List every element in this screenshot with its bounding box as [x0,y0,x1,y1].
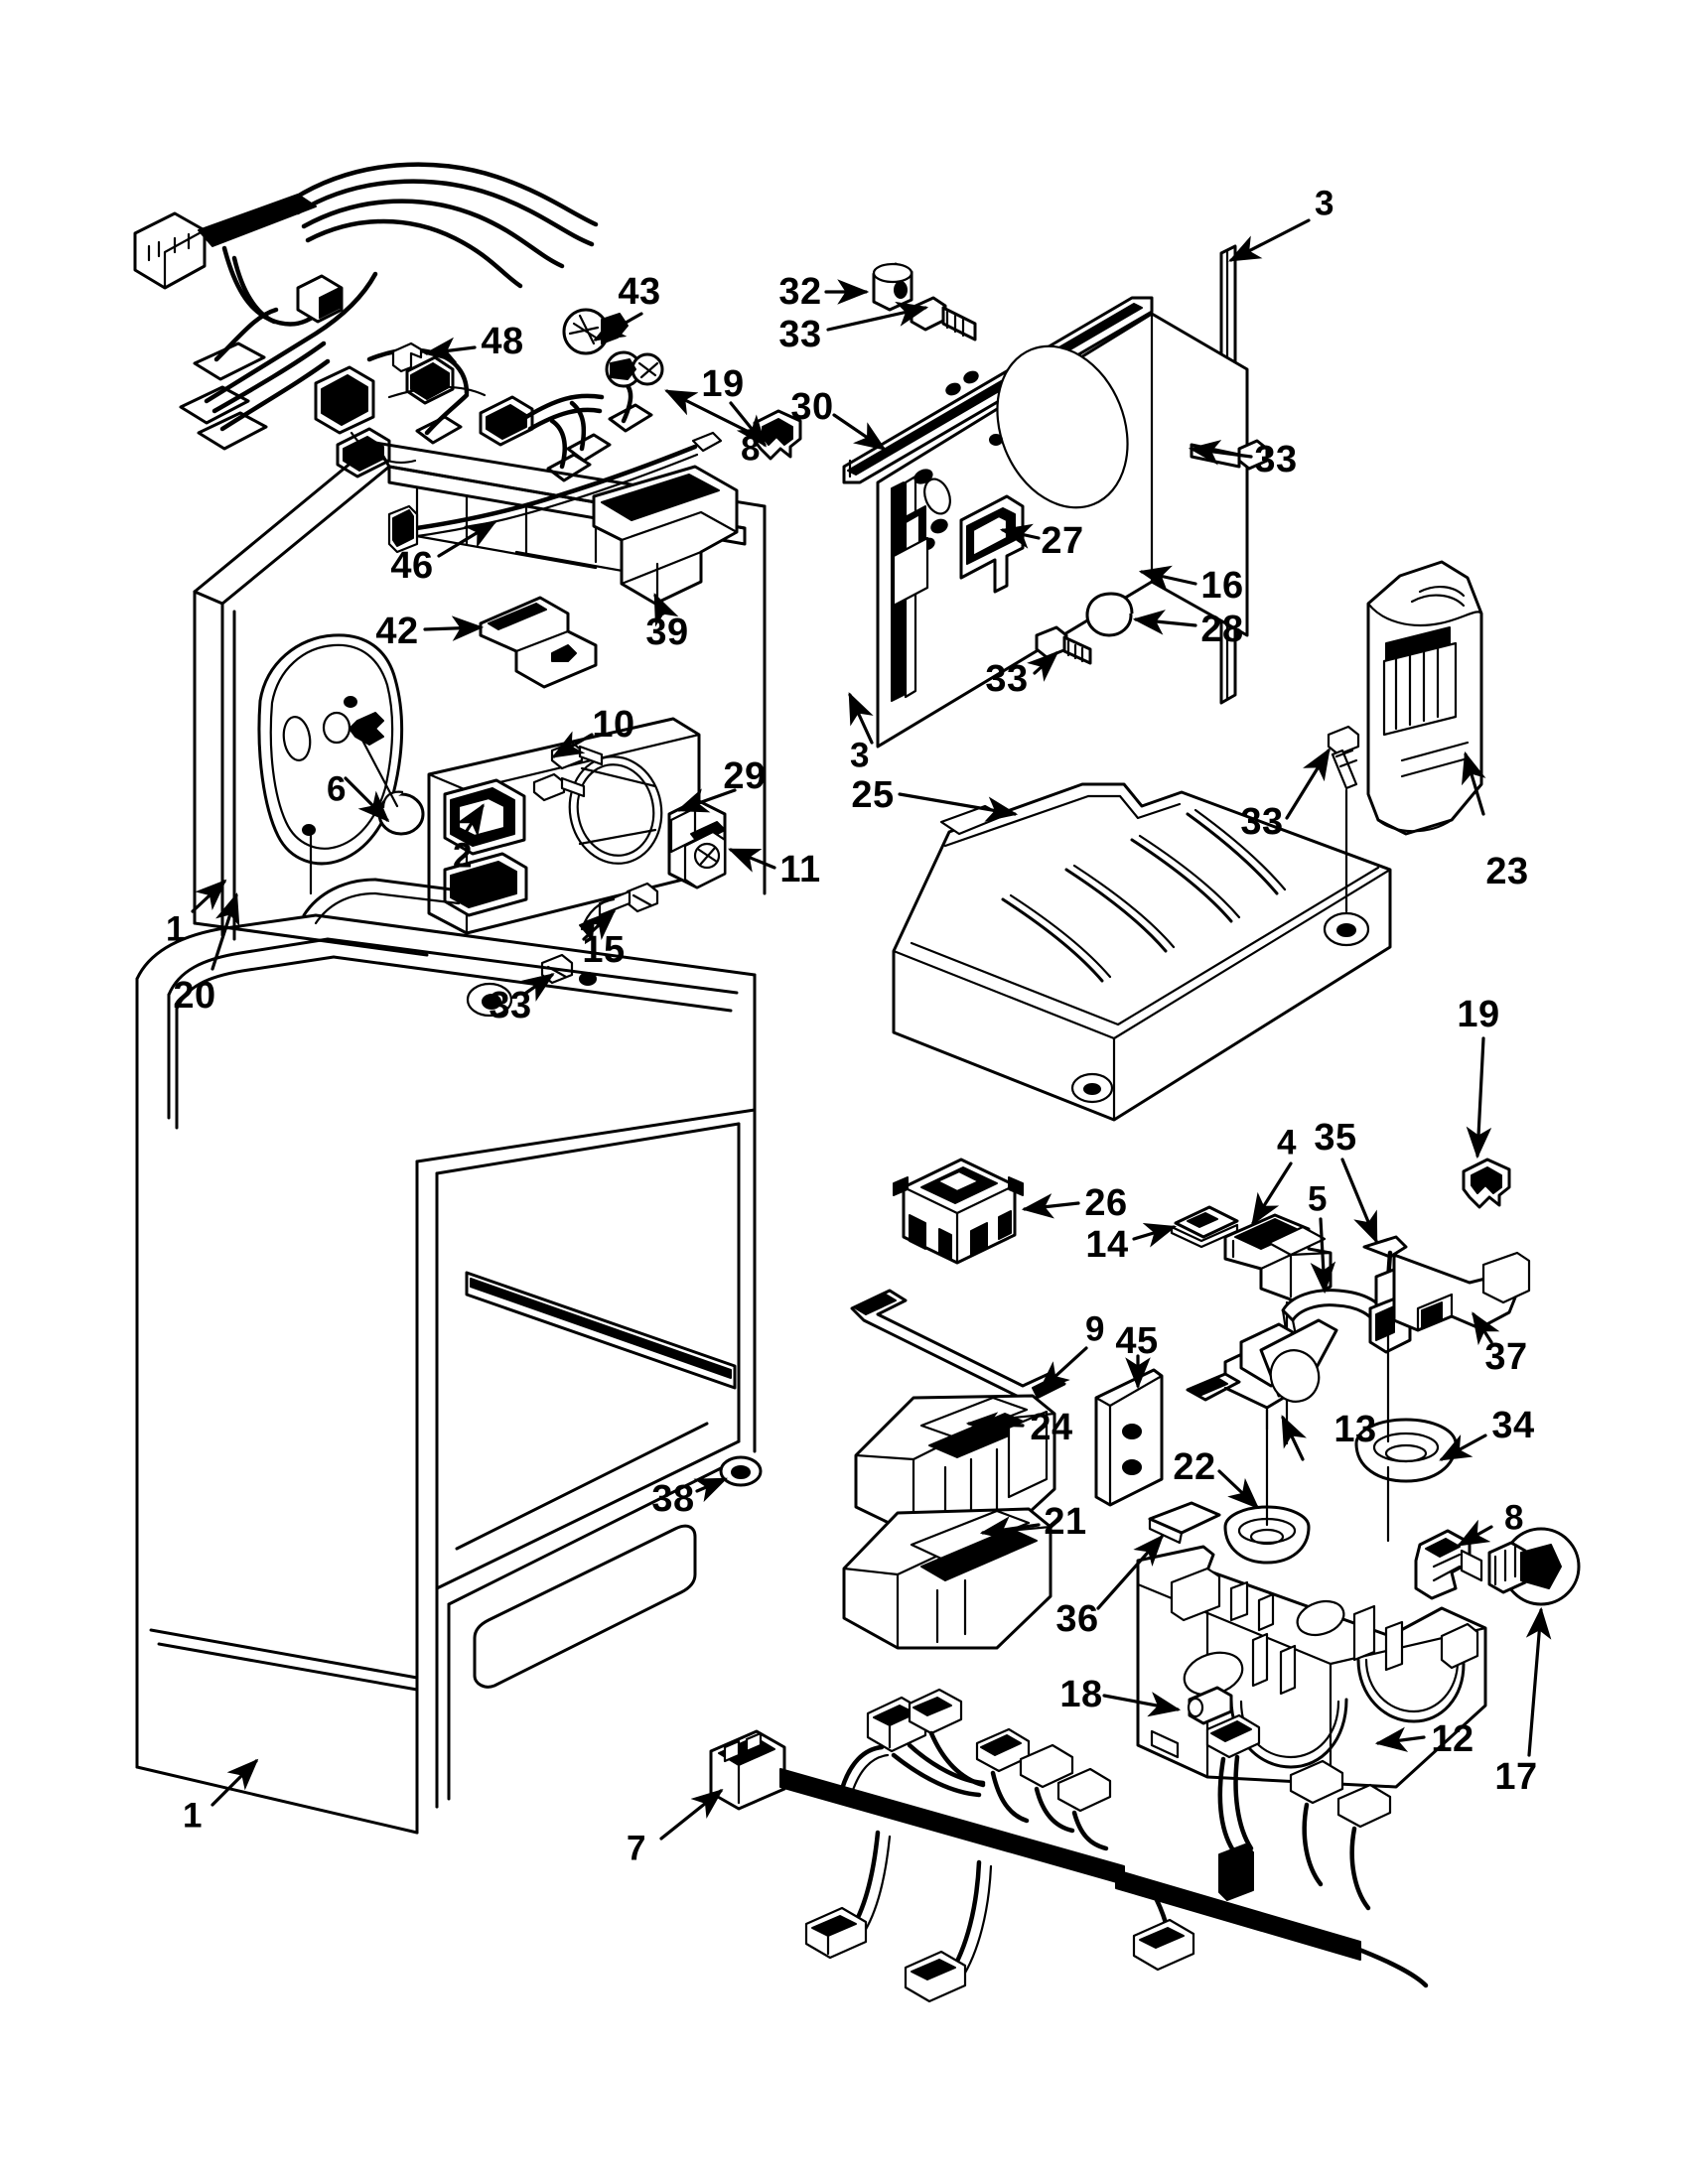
callout-number-11: 11 [779,849,821,890]
art-bulb-17 [1386,1465,1581,1606]
art-plug-28 [1085,592,1134,637]
callout-number-21: 21 [1044,1501,1087,1543]
callout-number-33: 33 [1240,801,1284,843]
callout-number-8: 8 [741,429,761,469]
art-wire-harness-lower [709,1688,1429,2003]
callout-number-34: 34 [1491,1405,1535,1446]
art-drip-pan-25 [892,725,1392,1122]
callout-number-43: 43 [618,271,661,313]
callout-number-14: 14 [1085,1224,1129,1266]
callout-number-16: 16 [1200,565,1244,607]
callout-number-4: 4 [1277,1123,1297,1162]
callout-number-24: 24 [1030,1407,1073,1448]
art-grommet-19-lower [1462,1158,1511,1209]
callout-number-23: 23 [1485,851,1529,892]
callout-number-35: 35 [1314,1117,1357,1159]
art-screw-33-upper [910,296,977,341]
callout-number-22: 22 [1173,1446,1216,1488]
art-ring-22 [1223,1408,1311,1565]
callout-number-32: 32 [778,271,822,313]
art-relay-26 [893,1158,1024,1265]
art-cabinet-lower [135,878,757,1835]
art-tube-46 [387,431,723,554]
callout-number-1: 1 [183,1796,203,1836]
art-spacer-32 [872,262,913,312]
art-bracket-42 [479,596,598,689]
art-linkage-37 [1362,1235,1531,1354]
callout-number-1: 1 [166,909,186,949]
callout-number-12: 12 [1431,1718,1474,1760]
art-bulb-43 [562,308,629,355]
callout-number-6: 6 [327,769,347,809]
art-compressor-cover-23 [1366,560,1486,836]
callout-number-10: 10 [592,704,635,746]
art-socket-8-upper [605,350,664,388]
art-screw-33-panel [1035,625,1092,665]
callout-number-19: 19 [1457,994,1500,1035]
art-socket-8-lower [1414,1529,1483,1600]
callout-number-25: 25 [851,774,895,816]
callout-number-17: 17 [1494,1756,1538,1798]
callout-number-3: 3 [850,736,870,775]
art-insul-21 [842,1507,1052,1650]
callout-number-39: 39 [645,612,689,653]
callout-number-33: 33 [778,314,822,355]
callout-number-33: 33 [1254,439,1298,480]
callout-number-15: 15 [582,929,626,971]
callout-number-38: 38 [651,1478,695,1520]
callout-number-48: 48 [481,321,524,362]
art-cap-38 [719,1455,763,1487]
callout-number-28: 28 [1200,609,1244,650]
art-switch-13 [1186,1318,1338,1461]
callout-number-26: 26 [1084,1182,1128,1224]
art-rear-panel-16 [876,312,1249,749]
art-bracket-9 [850,1289,1066,1404]
callout-number-5: 5 [1308,1179,1328,1219]
callout-number-3: 3 [1315,184,1334,223]
callout-number-37: 37 [1484,1336,1528,1378]
callout-number-7: 7 [627,1829,646,1868]
art-light-shield-39 [592,465,739,627]
art-clip-48 [391,341,423,373]
callout-number-18: 18 [1059,1674,1103,1715]
callout-number-13: 13 [1333,1409,1377,1450]
callout-number-30: 30 [790,386,834,428]
callout-number-29: 29 [723,755,767,797]
art-cover-36 [1148,1501,1221,1545]
leader-lines [191,218,1552,1841]
callout-number-45: 45 [1115,1320,1159,1362]
callout-number-36: 36 [1055,1598,1099,1640]
art-terminal-14 [1170,1205,1239,1249]
callout-number-2: 2 [453,836,473,876]
callout-number-9: 9 [1085,1309,1105,1349]
callout-number-19: 19 [701,363,745,405]
callout-number-27: 27 [1041,520,1084,562]
callout-number-20: 20 [173,975,216,1017]
art-pin-18 [1187,1686,1233,1725]
art-plate-45 [1094,1354,1164,1507]
callout-number-33: 33 [489,985,532,1026]
callout-number-33: 33 [985,658,1029,700]
callout-number-8: 8 [1504,1498,1524,1538]
callout-number-42: 42 [375,611,419,652]
art-ring-34 [1354,1332,1458,1483]
callout-number-46: 46 [390,545,434,587]
